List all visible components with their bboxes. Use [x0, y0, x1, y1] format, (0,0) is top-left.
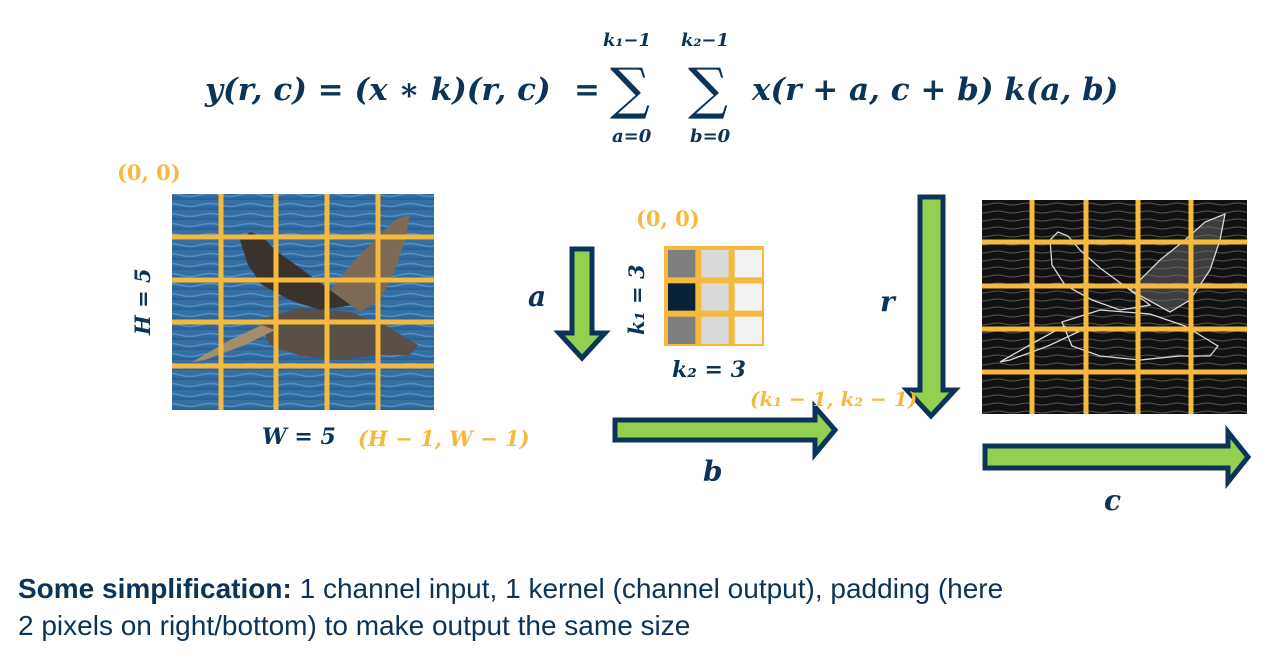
kernel-cell: [701, 316, 729, 344]
input-origin-label: (0, 0): [117, 160, 181, 185]
formula-equals: =: [574, 72, 600, 108]
sum1-upper-limit: k₁−1: [603, 30, 651, 51]
kernel-grid: [664, 246, 764, 346]
caption: Some simplification: 1 channel input, 1 …: [18, 570, 1278, 644]
arrow-b-label: b: [703, 455, 723, 488]
arrow-r-icon: [901, 194, 961, 420]
caption-bold: Some simplification:: [18, 573, 292, 604]
kernel-k2-label: k₂ = 3: [672, 357, 746, 383]
caption-line2: 2 pixels on right/bottom) to make output…: [18, 610, 691, 641]
kernel-cell: [734, 250, 762, 278]
input-image: [172, 194, 434, 410]
output-grid: [982, 200, 1247, 414]
kernel-cell: [701, 283, 729, 311]
kernel-cell: [734, 283, 762, 311]
kernel-cell: [668, 250, 696, 278]
arrow-a-label: a: [528, 280, 547, 313]
kernel-k1-label: k₁ = 3: [624, 264, 649, 335]
arrow-r-label: r: [880, 285, 895, 318]
kernel-cell: [701, 250, 729, 278]
sum1-lower-limit: a=0: [612, 126, 652, 147]
caption-line1: 1 channel input, 1 kernel (channel outpu…: [291, 573, 1004, 604]
arrow-b-icon: [612, 400, 839, 461]
formula-lhs: y(r, c) = (x ∗ k)(r, c): [205, 72, 551, 108]
arrow-a-icon: [553, 246, 611, 362]
input-width-label: W = 5: [262, 424, 336, 450]
input-end-label: (H − 1, W − 1): [358, 426, 530, 451]
input-height-label: H = 5: [130, 268, 155, 335]
kernel-cell: [668, 316, 696, 344]
sum1-symbol: ∑: [610, 57, 650, 122]
sum2-upper-limit: k₂−1: [681, 30, 729, 51]
sum2-lower-limit: b=0: [690, 126, 731, 147]
kernel-end-label: (k₁ − 1, k₂ − 1): [749, 387, 918, 412]
input-grid: [172, 194, 434, 410]
sum2-symbol: ∑: [688, 57, 728, 122]
kernel-cell: [668, 283, 696, 311]
kernel-origin-label: (0, 0): [636, 206, 700, 231]
formula-body: x(r + a, c + b) k(a, b): [752, 72, 1119, 108]
arrow-c-icon: [982, 424, 1252, 490]
output-image: [982, 200, 1247, 414]
kernel-cell: [734, 316, 762, 344]
arrow-c-label: c: [1104, 484, 1122, 517]
